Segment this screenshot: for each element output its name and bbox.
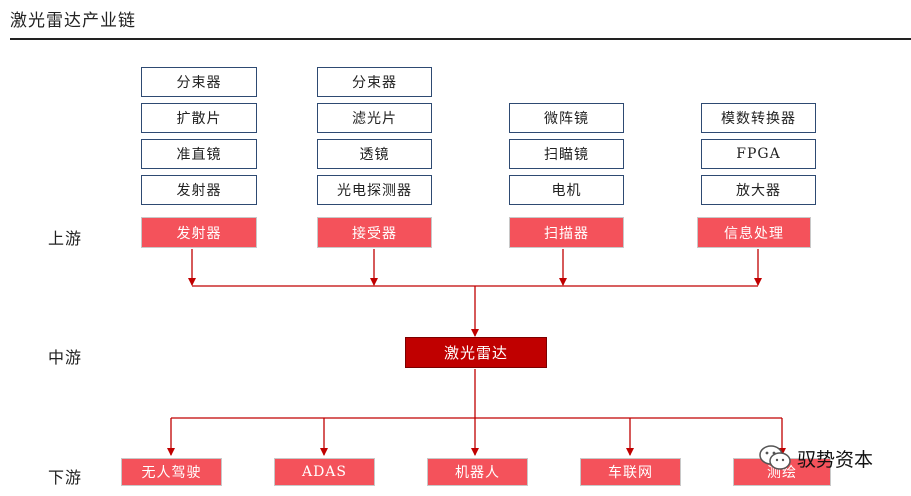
processing-part: 放大器 xyxy=(701,175,816,205)
level-downstream: 下游 xyxy=(48,468,83,487)
emitter-part: 准直镜 xyxy=(141,139,257,169)
downstream-autonomous-driving: 无人驾驶 xyxy=(121,458,222,486)
emitter-node: 发射器 xyxy=(141,217,257,248)
title-divider xyxy=(10,38,911,40)
diagram-title: 激光雷达产业链 xyxy=(10,11,136,31)
level-midstream: 中游 xyxy=(48,348,83,367)
processing-part: 模数转换器 xyxy=(701,103,816,133)
downstream-adas: ADAS xyxy=(274,458,375,486)
scanner-part: 微阵镜 xyxy=(509,103,624,133)
wechat-icon xyxy=(759,445,791,470)
receiver-node: 接受器 xyxy=(317,217,432,248)
receiver-part: 分束器 xyxy=(317,67,432,97)
watermark-text: 驭势资本 xyxy=(797,448,874,471)
processing-node: 信息处理 xyxy=(697,217,811,248)
scanner-part: 扫瞄镜 xyxy=(509,139,624,169)
receiver-part: 光电探测器 xyxy=(317,175,432,205)
level-upstream: 上游 xyxy=(48,229,83,248)
scanner-node: 扫描器 xyxy=(509,217,624,248)
downstream-robot: 机器人 xyxy=(427,458,528,486)
receiver-part: 滤光片 xyxy=(317,103,432,133)
lidar-node: 激光雷达 xyxy=(405,337,547,368)
processing-part: FPGA xyxy=(701,139,816,169)
emitter-part: 发射器 xyxy=(141,175,257,205)
emitter-part: 扩散片 xyxy=(141,103,257,133)
downstream-internet-of-vehicles: 车联网 xyxy=(580,458,681,486)
emitter-part: 分束器 xyxy=(141,67,257,97)
watermark: 驭势资本 xyxy=(758,444,873,472)
scanner-part: 电机 xyxy=(509,175,624,205)
receiver-part: 透镜 xyxy=(317,139,432,169)
